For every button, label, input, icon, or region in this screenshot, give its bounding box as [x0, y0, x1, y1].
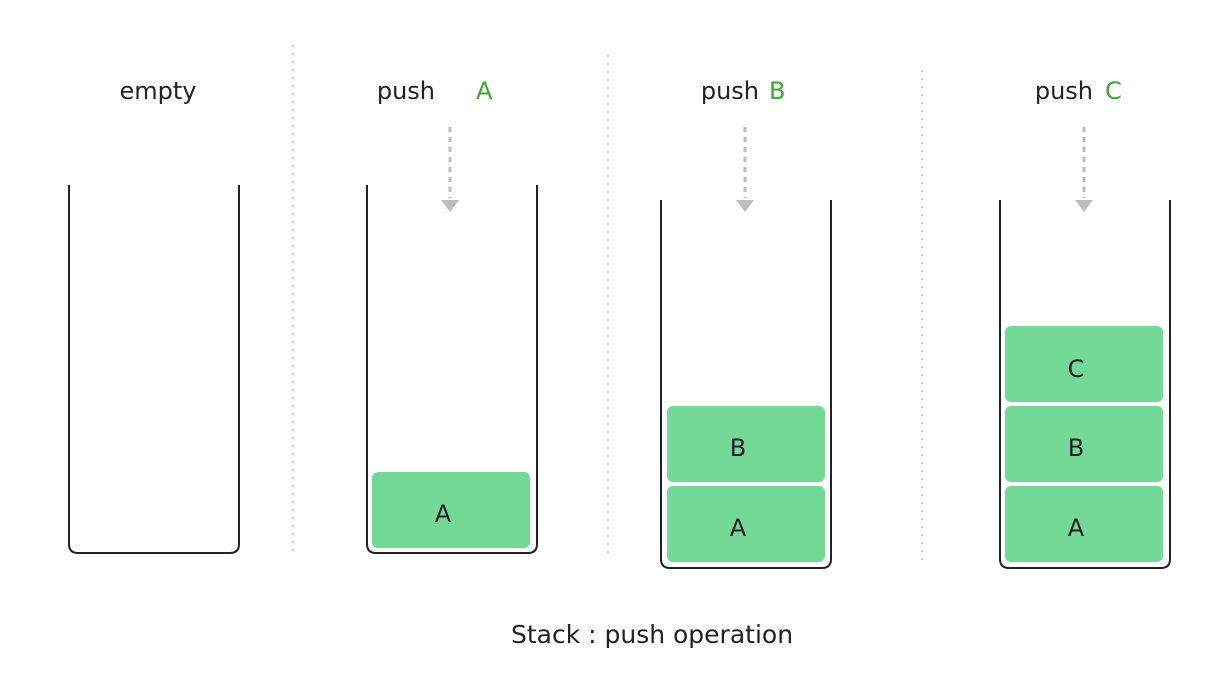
- stage-label-push-a: push: [377, 77, 435, 105]
- stack-block-c-top-label: C: [1068, 355, 1085, 383]
- stage-item-a: A: [476, 77, 493, 105]
- stage-label-push-b: push: [701, 77, 759, 105]
- stack-container-c: [999, 200, 1171, 569]
- stack-block-b-bottom: [667, 486, 825, 562]
- stage-item-c: C: [1105, 77, 1122, 105]
- stage-label-empty: empty: [120, 77, 197, 105]
- stack-block-c-middle-label: B: [1068, 434, 1084, 462]
- stack-block-c-bottom-label: A: [1068, 514, 1085, 542]
- stack-container-a: [366, 185, 538, 554]
- stage-push-b: push B A B: [660, 77, 832, 569]
- stage-push-c: push C A B C: [999, 77, 1171, 569]
- stack-block-b-top: [667, 406, 825, 482]
- stack-block-c-middle: [1005, 406, 1163, 482]
- stack-block-b-top-label: B: [730, 434, 746, 462]
- stage-empty: empty: [68, 77, 240, 554]
- push-arrow-head-b: [736, 200, 754, 212]
- stage-push-a: push A A: [366, 77, 538, 554]
- stack-block-a-label: A: [435, 500, 452, 528]
- stack-block-b-bottom-label: A: [730, 514, 747, 542]
- push-arrow-head-a: [441, 200, 459, 212]
- stage-item-b: B: [769, 77, 785, 105]
- stack-block-a: [372, 472, 530, 548]
- stack-container-b: [660, 200, 832, 569]
- stage-label-push-c: push: [1035, 77, 1093, 105]
- stack-container-empty: [68, 185, 240, 554]
- stack-block-c-top: [1005, 326, 1163, 402]
- diagram-caption: Stack : push operation: [511, 620, 793, 649]
- push-arrow-head-c: [1075, 200, 1093, 212]
- stack-block-c-bottom: [1005, 486, 1163, 562]
